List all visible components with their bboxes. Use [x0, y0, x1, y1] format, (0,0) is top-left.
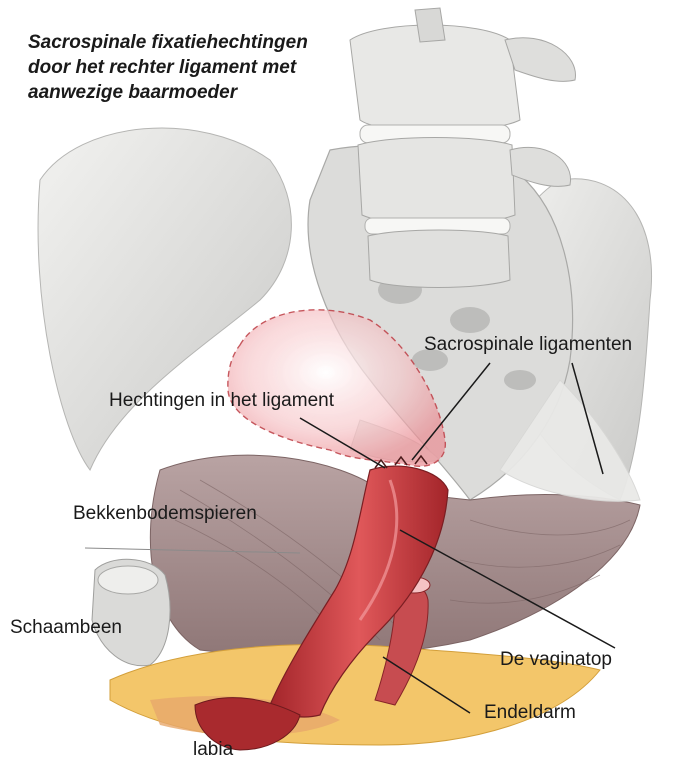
label-pelvic-floor-muscles: Bekkenbodemspieren — [73, 503, 257, 525]
label-sutures-in-ligament: Hechtingen in het ligament — [109, 390, 334, 412]
label-labia: labia — [193, 739, 233, 761]
label-sacrospinal-ligaments: Sacrospinale ligamenten — [424, 334, 632, 356]
title-line-3: aanwezige baarmoeder — [28, 80, 388, 105]
sacral-foramen — [450, 307, 490, 333]
diagram-title: Sacrospinale fixatiehechtingen door het … — [28, 30, 388, 105]
title-line-1: Sacrospinale fixatiehechtingen — [28, 30, 388, 55]
label-vaginal-vault: De vaginatop — [500, 649, 612, 671]
label-pubic-bone: Schaambeen — [10, 617, 122, 639]
sacral-foramen — [504, 370, 536, 390]
label-rectum: Endeldarm — [484, 702, 576, 724]
title-line-2: door het rechter ligament met — [28, 55, 388, 80]
